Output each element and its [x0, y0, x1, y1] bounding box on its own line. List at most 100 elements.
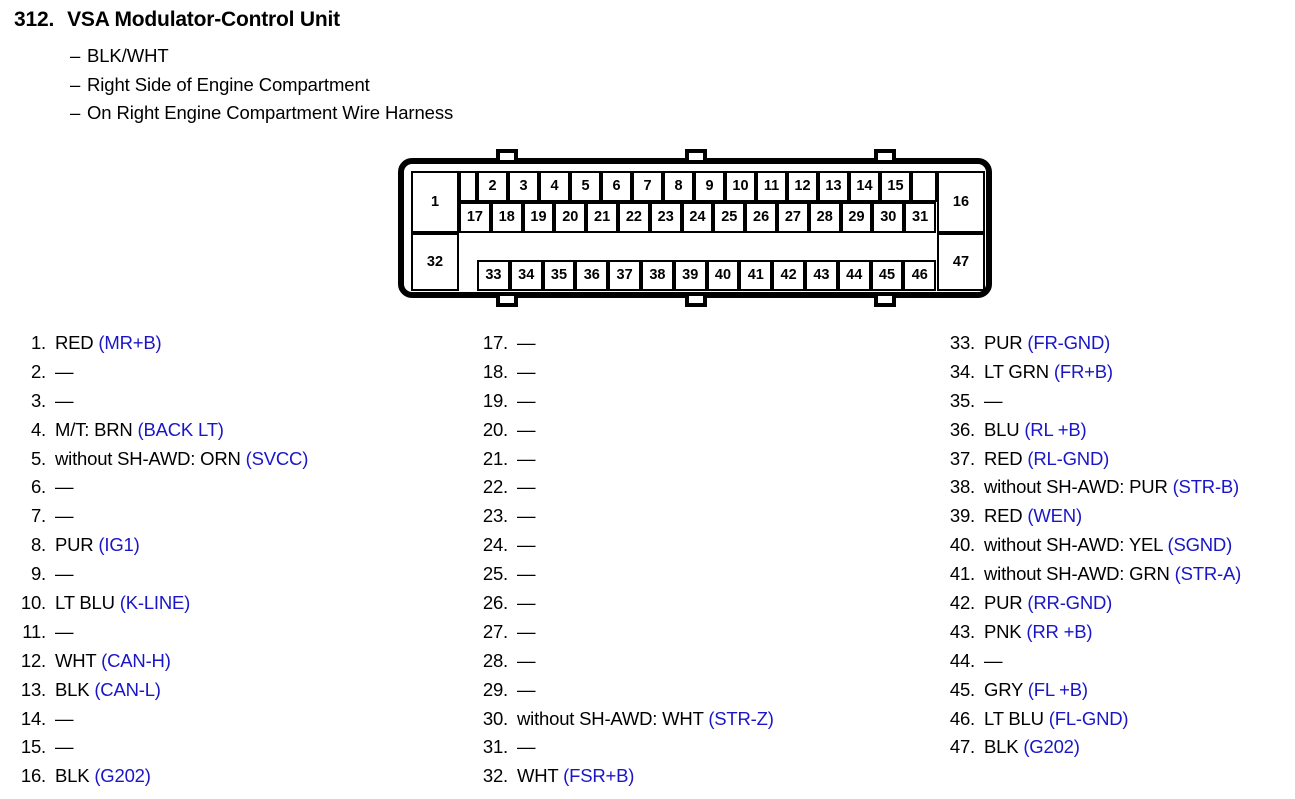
pin-wire-color: without SH-AWD: GRN [984, 563, 1170, 585]
subtitle-item: –BLK/WHT [70, 42, 453, 71]
connector-cell-45: 45 [870, 260, 904, 291]
pin-empty-dash: — [984, 649, 1003, 671]
pin-description: without SH-AWD: YEL (SGND) [984, 534, 1232, 556]
pin-signal-name: (STR-B) [1172, 476, 1240, 498]
connector-cell-33: 33 [477, 260, 510, 291]
pin-description: BLK (G202) [984, 736, 1080, 758]
connector-cell-2: 2 [477, 171, 508, 202]
pin-empty-dash: — [55, 620, 74, 642]
pin-number: 43. [949, 620, 975, 642]
pin-number: 19. [482, 389, 508, 411]
pin-signal-name: (IG1) [98, 534, 140, 556]
pin-description: — [517, 620, 536, 643]
pin-signal-name: (FR+B) [1053, 360, 1113, 382]
pin-number: 32. [482, 765, 508, 787]
connector-tab-bottom-center [685, 292, 707, 307]
pin-description: — [55, 361, 74, 383]
pin-empty-dash: — [517, 592, 536, 614]
pin-row: 23.— [460, 505, 920, 534]
pin-signal-name: (SVCC) [245, 447, 309, 469]
pin-description: PNK (RR +B) [984, 621, 1093, 643]
pin-row: 44.— [920, 650, 1295, 679]
pin-row: 24.— [460, 534, 920, 563]
pin-description: — [517, 650, 536, 672]
pin-number: 17. [482, 332, 508, 353]
pin-description: RED (WEN) [984, 505, 1082, 527]
connector-cell-11: 11 [756, 171, 787, 202]
pin-empty-dash: — [55, 707, 74, 729]
pin-wire-color: PUR [984, 332, 1023, 353]
pin-number: 41. [949, 563, 975, 585]
pin-row: 22.— [460, 476, 920, 505]
pin-wire-color: LT BLU [984, 707, 1044, 729]
connector-tab-bottom-left [496, 292, 518, 307]
pin-number: 1. [30, 332, 46, 353]
pin-row: 1.RED (MR+B) [0, 332, 460, 361]
connector-cell-13: 13 [818, 171, 849, 202]
connector-cell-25: 25 [713, 202, 746, 233]
connector-cell-22: 22 [618, 202, 650, 233]
pin-number: 42. [949, 592, 975, 614]
bullet-dash-icon: – [70, 102, 81, 123]
pin-number: 46. [949, 707, 975, 729]
pin-row: 15.— [0, 736, 460, 765]
pin-description: — [517, 476, 536, 498]
pin-number: 29. [482, 678, 508, 700]
pin-description: PUR (RR-GND) [984, 592, 1112, 614]
pin-description: — [55, 476, 74, 498]
pin-signal-name: (G202) [94, 765, 151, 787]
pin-row: 41.without SH-AWD: GRN (STR-A) [920, 563, 1295, 592]
connector-cell-1: 1 [411, 171, 459, 233]
pin-row: 37.RED (RL-GND) [920, 448, 1295, 477]
connector-cell-47: 47 [937, 233, 985, 291]
pin-number: 40. [949, 534, 975, 556]
pin-signal-name: (CAN-L) [94, 678, 161, 700]
pin-row: 29. — [460, 679, 920, 708]
pin-empty-dash: — [517, 563, 536, 585]
pin-row: 20.— [460, 419, 920, 448]
pin-description: without SH-AWD: ORN (SVCC) [55, 448, 308, 470]
pin-number: 34. [949, 360, 975, 382]
pin-signal-name: (K-LINE) [119, 592, 191, 614]
pin-empty-dash: — [517, 476, 536, 498]
pin-signal-name: (STR-Z) [708, 707, 774, 729]
pin-row: 40. without SH-AWD: YEL (SGND) [920, 534, 1295, 563]
pin-empty-dash: — [984, 389, 1003, 411]
pin-description: — [55, 563, 74, 585]
connector-cell-26: 26 [745, 202, 777, 233]
pin-wire-color: PUR [984, 592, 1023, 614]
pin-row: 47.BLK (G202) [920, 736, 1295, 765]
pin-number: 10. [20, 592, 46, 614]
pin-empty-dash: — [517, 678, 536, 700]
pin-empty-dash: — [517, 620, 536, 642]
connector-cell-21: 21 [586, 202, 618, 233]
pin-description: — [517, 448, 536, 470]
connector-tab-bottom-right [874, 292, 896, 307]
connector-cell-28: 28 [808, 202, 841, 233]
pin-description: LT BLU (K-LINE) [55, 592, 190, 614]
pin-row: 12.WHT (CAN-H) [0, 650, 460, 679]
pin-signal-name: (SGND) [1167, 534, 1233, 556]
connector-cell-15: 15 [880, 171, 911, 202]
connector-cell-8: 8 [663, 171, 694, 202]
pin-wire-color: WHT [55, 649, 97, 671]
title-text: VSA Modulator-Control Unit [67, 8, 340, 31]
pin-description: WHT (CAN-H) [55, 650, 171, 672]
connector-cell-17: 17 [459, 202, 491, 233]
connector-cell-6: 6 [601, 171, 632, 202]
pin-row: 33.PUR (FR-GND) [920, 332, 1295, 361]
pin-row: 27.— [460, 621, 920, 650]
pin-number: 25. [482, 563, 508, 585]
pin-signal-name: (FL-GND) [1048, 707, 1129, 729]
pin-row: 11.— [0, 621, 460, 650]
pin-row: 9.— [0, 563, 460, 592]
connector-cell-blank-topleft [459, 171, 477, 202]
pin-row: 46. LT BLU (FL-GND) [920, 708, 1295, 737]
pin-wire-color: BLK [55, 678, 90, 700]
pin-wire-color: GRY [984, 678, 1023, 700]
pin-empty-dash: — [55, 476, 74, 498]
pin-signal-name: (MR+B) [98, 332, 162, 353]
pin-row: 32.WHT (FSR+B) [460, 765, 920, 794]
